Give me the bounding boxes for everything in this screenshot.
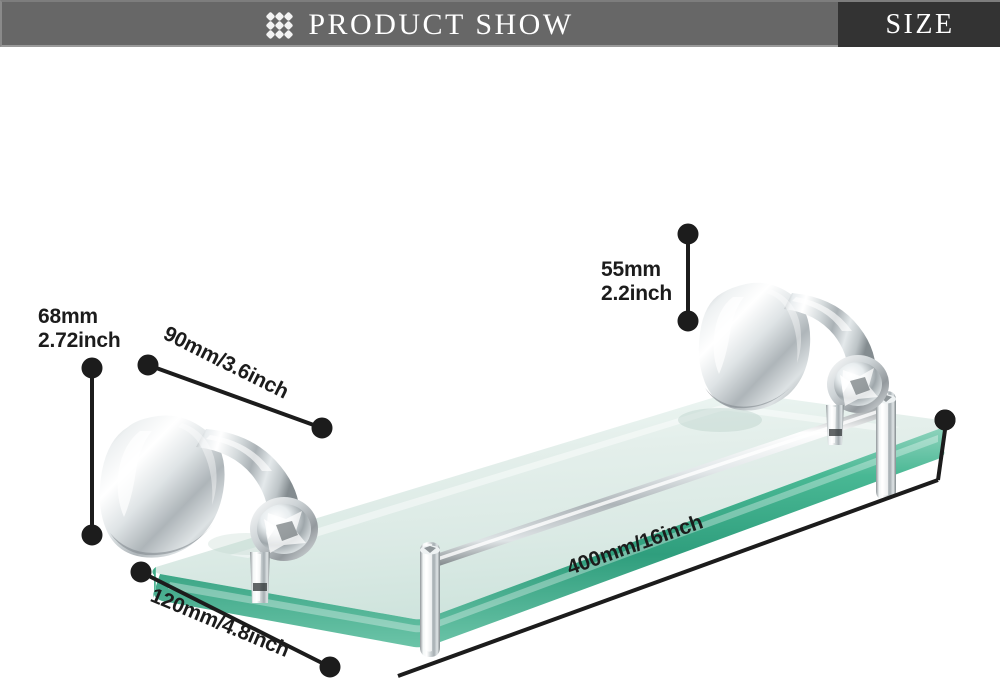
dimension-label-68mm: 68mm 2.72inch [38, 305, 121, 352]
rail-post-right [876, 391, 896, 500]
dimension-68mm-mm: 68mm [38, 305, 98, 328]
crystal-knob-right [827, 355, 889, 413]
guard-rail [420, 391, 896, 657]
size-badge: SIZE [838, 2, 1000, 47]
grid-dots-icon [265, 11, 294, 39]
dimension-55mm-inch: 2.2inch [601, 281, 672, 305]
page-title: PRODUCT SHOW [308, 7, 574, 41]
dimension-68mm-inch: 2.72inch [38, 328, 121, 352]
bracket-left [99, 415, 318, 603]
dimension-line-68mm [81, 357, 103, 546]
dimension-line-90mm [137, 354, 333, 439]
dimension-line-400mm-anchor [934, 409, 956, 481]
dimension-label-55mm: 55mm 2.2inch [601, 258, 672, 305]
dimension-line-55mm [677, 223, 699, 332]
crystal-knob-left [250, 497, 318, 561]
rail-post-left [420, 542, 440, 657]
bracket-right [698, 282, 889, 445]
product-illustration [0, 47, 1000, 680]
size-badge-label: SIZE [885, 8, 955, 40]
dimension-55mm-mm: 55mm [601, 258, 661, 281]
dimension-line-120mm [130, 561, 341, 678]
header-title-group: PRODUCT SHOW [2, 2, 838, 47]
header-bar: PRODUCT SHOW SIZE [0, 0, 1000, 47]
